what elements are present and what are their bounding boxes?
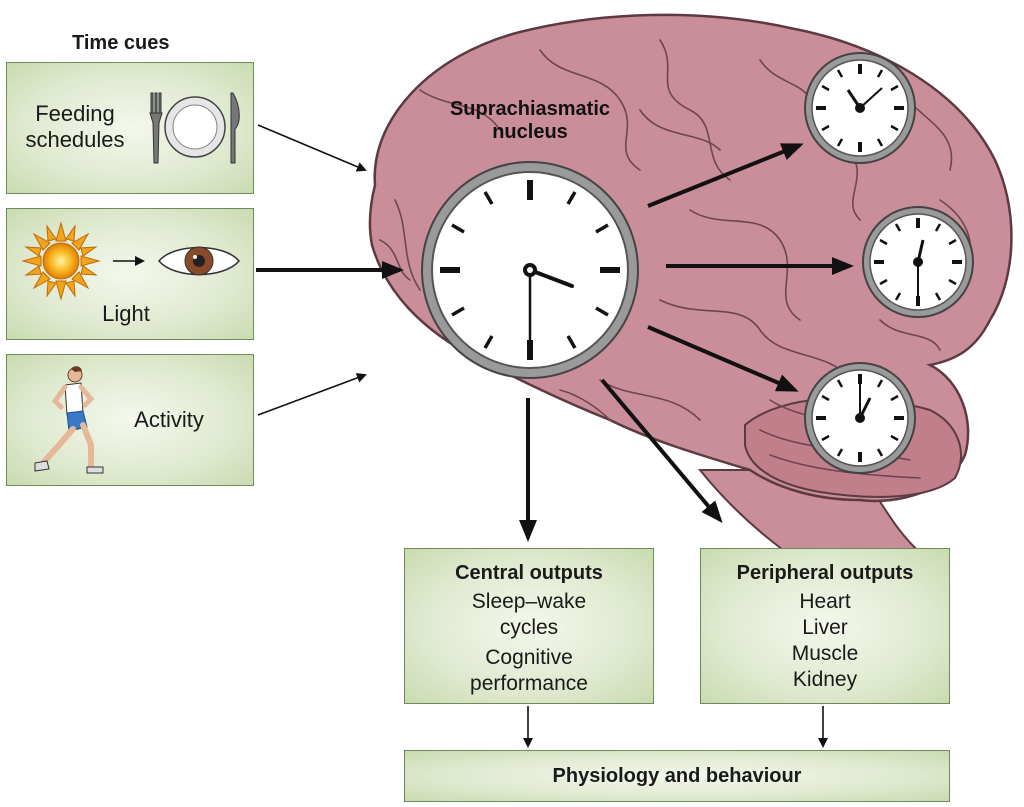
arrow-scn-to-peripheral	[600, 378, 723, 524]
sun-icon	[21, 221, 101, 301]
list-item: Liver	[802, 616, 848, 639]
central-outputs-title: Central outputs	[455, 562, 603, 584]
feeding-cue-box: Feeding schedules	[6, 62, 254, 194]
list-item: Cognitive	[485, 646, 573, 669]
list-item: cycles	[499, 616, 559, 639]
sun-eye-icon	[21, 221, 240, 301]
time-cues-title: Time cues	[72, 32, 170, 54]
list-item: Sleep–wake	[471, 590, 587, 613]
light-label: Light	[102, 301, 150, 326]
scn-label: Suprachiasmatic nucleus	[449, 98, 611, 143]
arrow-feeding-to-scn	[257, 124, 367, 172]
activity-label: Activity	[134, 407, 204, 432]
peripheral-clock-2	[862, 206, 974, 318]
scn-master-clock	[421, 161, 639, 379]
eye-icon	[158, 246, 240, 276]
peripheral-clock-3	[804, 362, 916, 474]
central-outputs-list: Sleep–wake cycles Cognitive performance	[405, 589, 653, 697]
list-item: Kidney	[792, 668, 858, 691]
feeding-label: Feeding schedules	[25, 101, 125, 152]
list-item: Heart	[799, 590, 851, 613]
peripheral-outputs-title: Peripheral outputs	[736, 562, 914, 584]
list-item: Muscle	[791, 642, 859, 665]
light-cue-box: Light	[6, 208, 254, 340]
activity-cue-box: Activity	[6, 354, 254, 486]
physiology-label: Physiology and behaviour	[552, 765, 802, 787]
arrow-scn-to-clock-1	[647, 143, 804, 208]
list-item: performance	[470, 672, 588, 695]
runner-icon	[34, 366, 104, 474]
central-outputs-box: Central outputs Sleep–wake cycles Cognit…	[404, 548, 654, 704]
peripheral-clock-1	[804, 52, 916, 164]
physiology-behaviour-box: Physiology and behaviour	[404, 750, 950, 802]
plate-fork-knife-icon	[149, 92, 240, 164]
arrow-activity-to-scn	[257, 373, 367, 416]
arrow-scn-to-clock-3	[647, 325, 799, 392]
peripheral-outputs-box: Peripheral outputs Heart Liver Muscle Ki…	[700, 548, 950, 704]
peripheral-outputs-list: Heart Liver Muscle Kidney	[701, 589, 949, 693]
